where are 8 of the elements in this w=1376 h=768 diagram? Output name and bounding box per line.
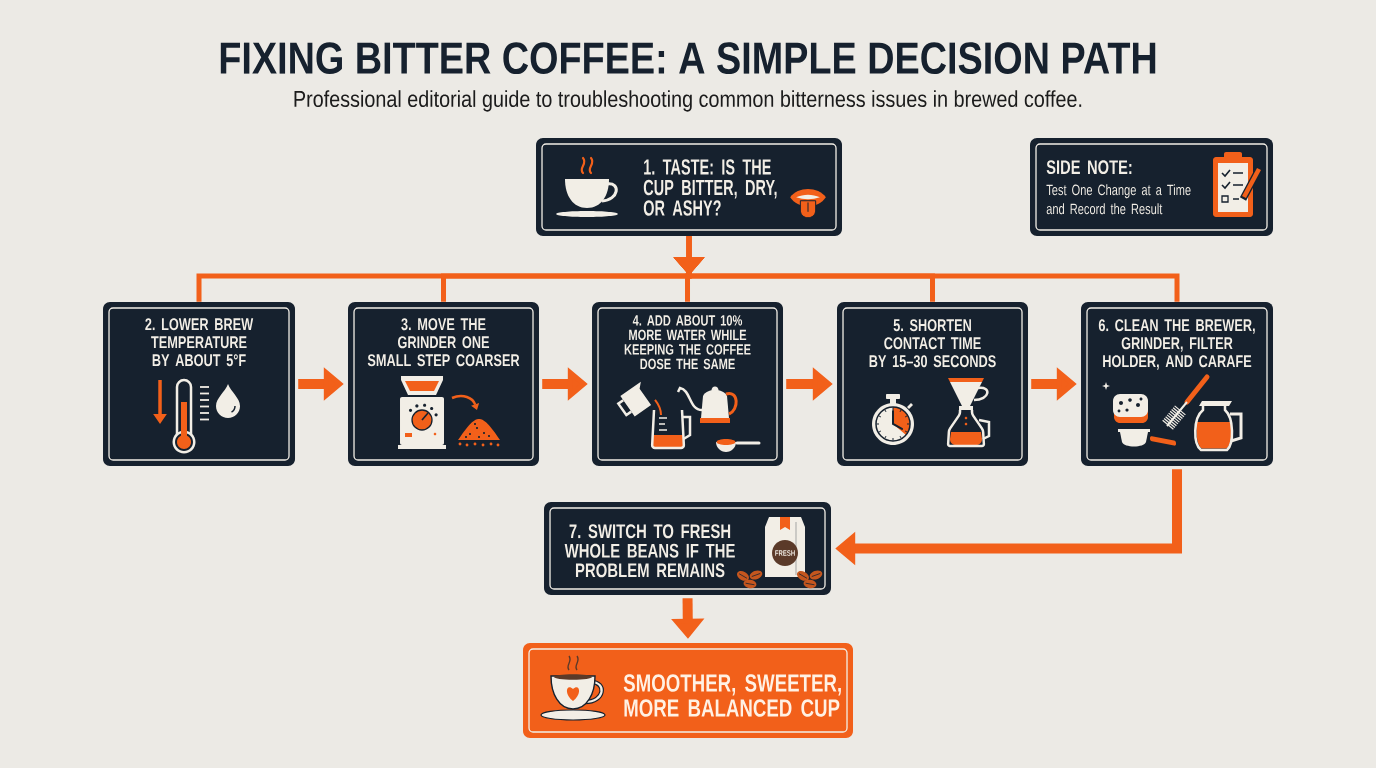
result-box: SMOOTHER, SWEETER, MORE BALANCED CUP bbox=[523, 643, 853, 738]
subtitle: Professional editorial guide to troubleshooting common bitterness issues in brewed coffee. bbox=[294, 90, 1082, 112]
title: FIXING BITTER COFFEE: A SIMPLE DECISION PATH bbox=[220, 42, 1156, 75]
step-box: 4. ADD ABOUT 10% MORE WATER WHILE KEEPING THE COFFEE DOSE THE SAME bbox=[592, 302, 783, 466]
question-box: 1. TASTE: IS THE CUP BITTER, DRY, OR ASHY? bbox=[536, 138, 842, 236]
bag-label-text: FRESH bbox=[775, 550, 795, 556]
step-box: 5. SHORTEN CONTACT TIME BY 15–30 SECONDS bbox=[837, 302, 1028, 466]
step-box: 2. LOWER BREW TEMPERATURE BY ABOUT 5°F bbox=[103, 302, 295, 466]
